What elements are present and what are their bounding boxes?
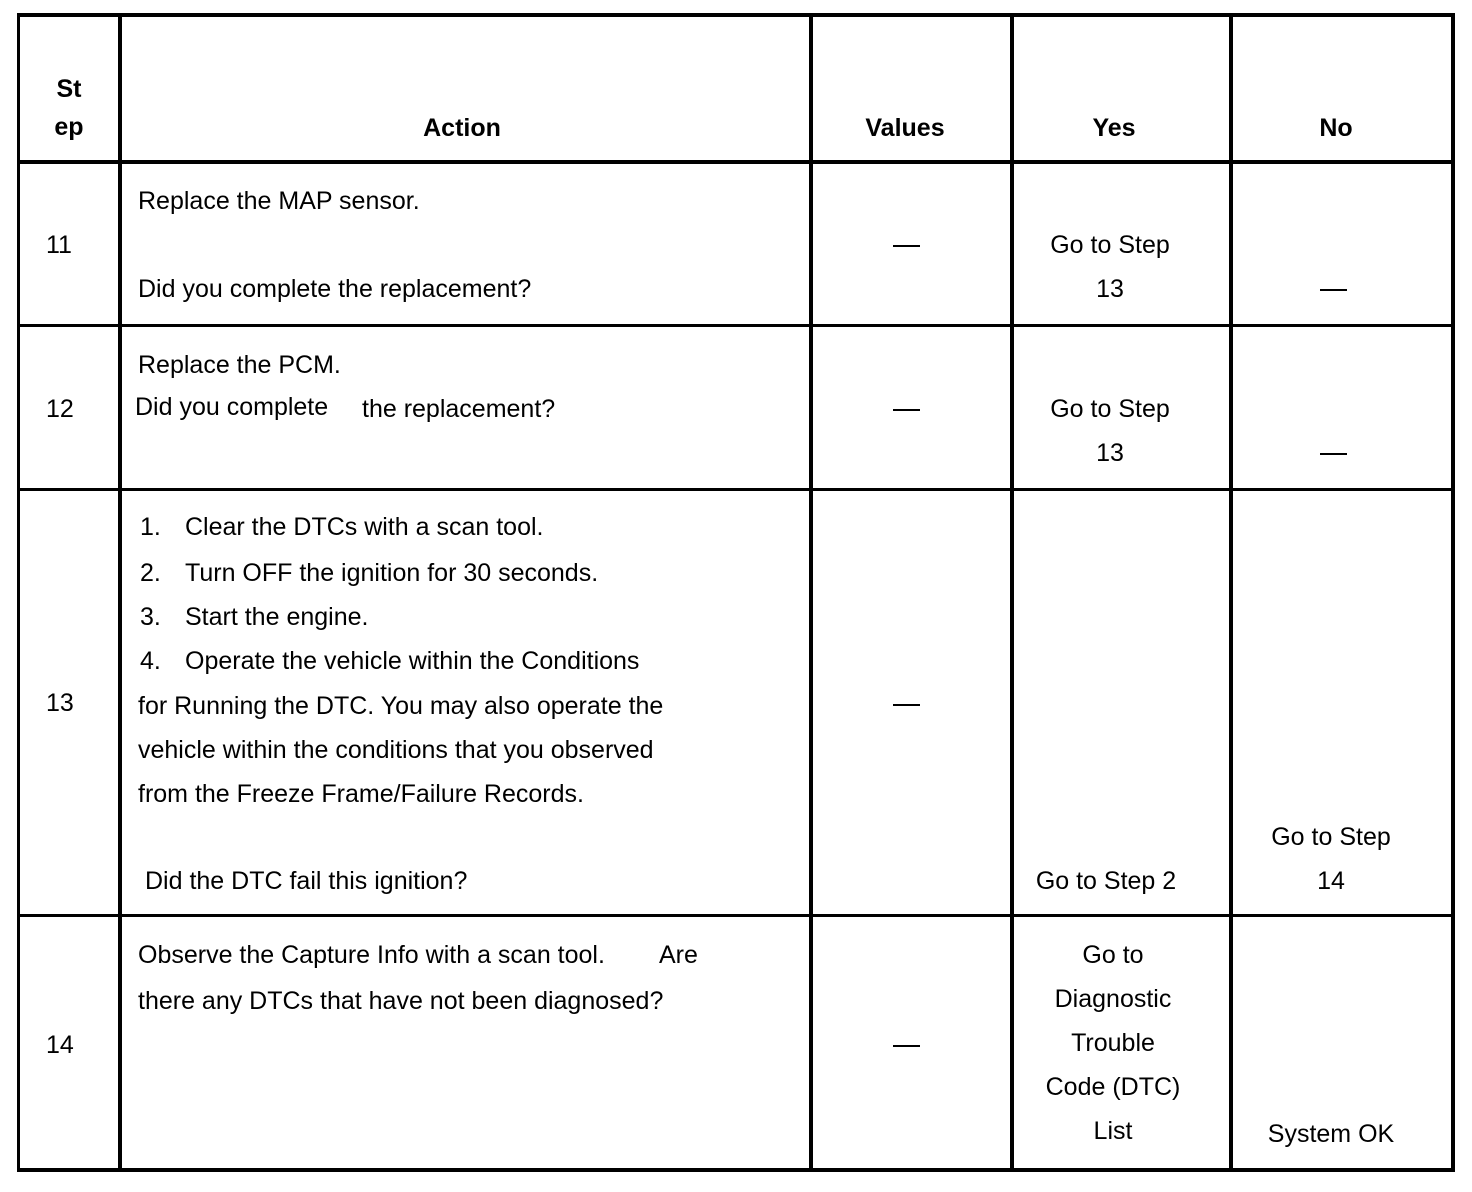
action-text: vehicle within the conditions that you o…: [138, 736, 654, 764]
yes-cell: Go to Diagnostic Trouble Code (DTC) List: [1014, 933, 1212, 1153]
row-divider: [17, 914, 1455, 917]
action-text: Did the DTC fail this ignition?: [145, 867, 468, 895]
action-text: for Running the DTC. You may also operat…: [138, 692, 664, 720]
no-text: Go to Step: [1271, 823, 1391, 851]
header-yes: Yes: [1092, 114, 1136, 142]
yes-text: Diagnostic: [1054, 985, 1172, 1013]
yes-text: 13: [1096, 439, 1124, 467]
header-action: Action: [423, 114, 501, 142]
yes-text: Trouble: [1071, 1029, 1155, 1057]
header-no: No: [1319, 114, 1353, 142]
step-number: 12: [46, 395, 74, 423]
values-dash: [893, 245, 920, 247]
action-text: Observe the Capture Info with a scan too…: [138, 941, 605, 969]
header-step-line: St: [56, 75, 82, 103]
no-text: System OK: [1267, 1120, 1395, 1148]
action-text: Did you complete the replacement?: [138, 275, 532, 303]
header-divider: [17, 160, 1455, 164]
yes-text: Go to: [1082, 941, 1144, 969]
yes-text: 13: [1096, 275, 1124, 303]
column-divider: [1010, 13, 1014, 1172]
action-text: the replacement?: [362, 395, 556, 423]
action-text: Are: [659, 941, 698, 969]
list-number: 1.: [140, 513, 161, 541]
step-number: 13: [46, 689, 74, 717]
header-values: Values: [865, 114, 945, 142]
list-number: 2.: [140, 559, 161, 587]
step-number: 11: [46, 231, 72, 259]
values-dash: [893, 704, 920, 706]
action-text: Replace the PCM.: [138, 351, 341, 379]
yes-text: Go to Step: [1050, 395, 1170, 423]
no-cell: System OK: [1233, 1112, 1429, 1156]
table-border-top: [17, 13, 1455, 17]
table-border-left: [17, 13, 20, 1172]
values-dash: [893, 1045, 920, 1047]
action-text: there any DTCs that have not been diagno…: [138, 987, 664, 1015]
header-step: St ep: [20, 70, 118, 146]
row-divider: [17, 324, 1455, 327]
no-dash: [1320, 289, 1347, 291]
table-border-right: [1451, 13, 1455, 1172]
yes-cell: Go to Step 13: [1014, 223, 1206, 311]
yes-text: List: [1093, 1117, 1133, 1145]
row-divider: [17, 488, 1455, 491]
no-text: 14: [1317, 867, 1345, 895]
values-dash: [893, 409, 920, 411]
table-border-bottom: [17, 1168, 1455, 1172]
yes-cell: Go to Step 13: [1014, 387, 1206, 475]
list-number: 3.: [140, 603, 161, 631]
action-text: Clear the DTCs with a scan tool.: [185, 513, 544, 541]
yes-text: Code (DTC): [1045, 1073, 1181, 1101]
column-divider: [809, 13, 813, 1172]
no-dash: [1320, 453, 1347, 455]
no-cell: Go to Step 14: [1233, 815, 1429, 903]
action-text: Turn OFF the ignition for 30 seconds.: [185, 559, 599, 587]
yes-cell: Go to Step 2: [1014, 859, 1198, 903]
header-step-line: ep: [54, 113, 84, 141]
yes-text: Go to Step: [1050, 231, 1170, 259]
action-text: Start the engine.: [185, 603, 369, 631]
column-divider: [118, 13, 122, 1172]
action-text: from the Freeze Frame/Failure Records.: [138, 780, 584, 808]
column-divider: [1229, 13, 1233, 1172]
action-text: Operate the vehicle within the Condition…: [185, 647, 640, 675]
yes-text: Go to Step 2: [1035, 867, 1177, 895]
step-number: 14: [46, 1031, 74, 1059]
action-text: Did you complete: [135, 393, 329, 421]
list-number: 4.: [140, 647, 161, 675]
action-text: Replace the MAP sensor.: [138, 187, 420, 215]
